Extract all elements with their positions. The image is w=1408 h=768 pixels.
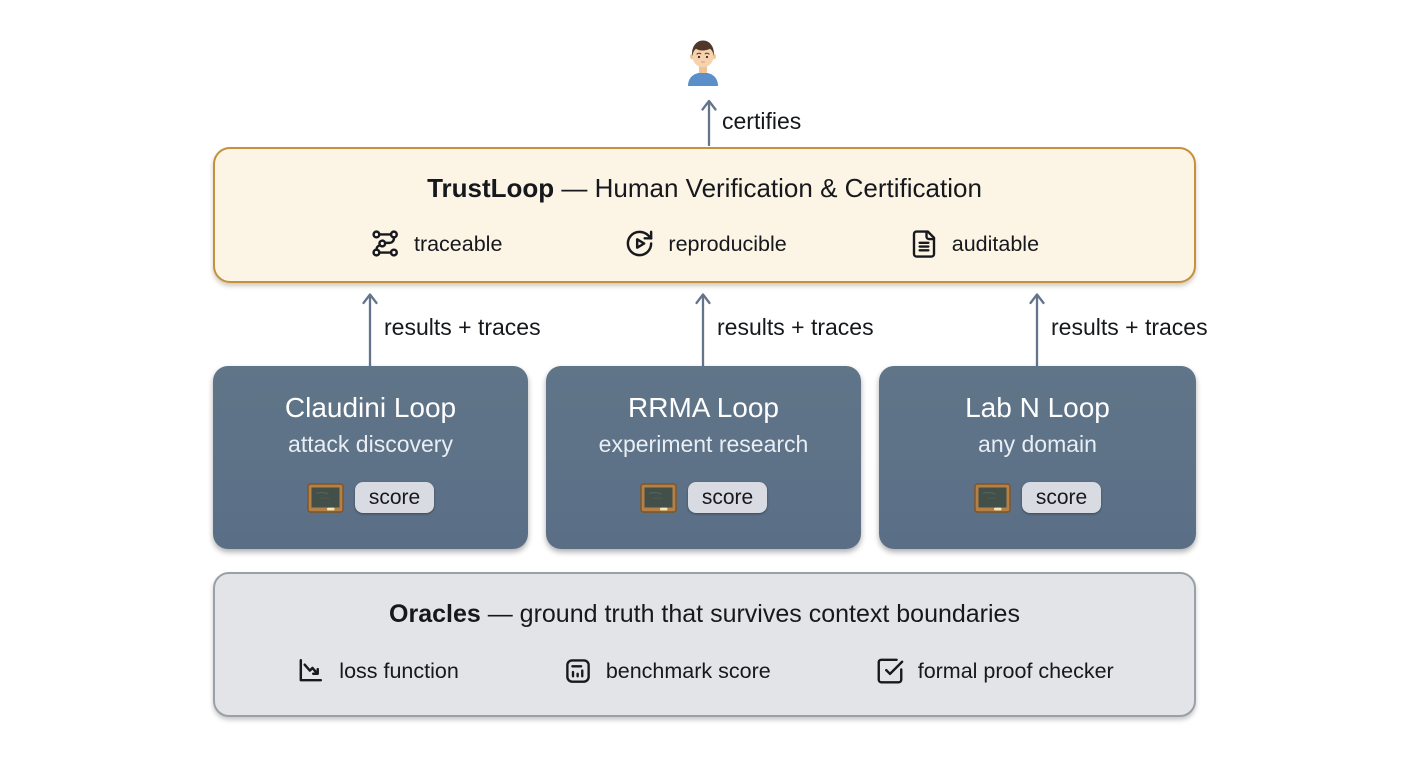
trustloop-title: TrustLoop — Human Verification & Certifi… bbox=[427, 173, 982, 204]
oracles-feature-row: loss function benchmark score formal pro… bbox=[215, 655, 1194, 686]
feature-label: formal proof checker bbox=[917, 658, 1114, 683]
oracles-title-rest: — ground truth that survives context bou… bbox=[480, 600, 1020, 628]
flow-label: results + traces bbox=[384, 314, 541, 340]
flow-arrow-icon bbox=[362, 293, 378, 367]
blackboard-icon bbox=[640, 482, 677, 513]
feature-item-benchmark-score: benchmark score bbox=[563, 656, 771, 686]
feature-item-traceable: traceable bbox=[370, 228, 502, 259]
certifies-arrow-icon bbox=[701, 99, 717, 146]
trustloop-feature-row: traceable reproducible auditable bbox=[215, 228, 1194, 259]
document-icon bbox=[912, 229, 935, 258]
score-badge: score bbox=[354, 482, 435, 513]
loop-subtitle: experiment research bbox=[598, 431, 809, 457]
oracles-box: Oracles — ground truth that survives con… bbox=[213, 572, 1196, 717]
benchmark-icon bbox=[566, 658, 590, 683]
feature-label: loss function bbox=[339, 658, 459, 683]
score-badge: score bbox=[687, 482, 768, 513]
loop-subtitle: any domain bbox=[978, 431, 1097, 457]
trustloop-title-bold: TrustLoop bbox=[427, 173, 555, 203]
loop-badge-row: score bbox=[640, 482, 768, 513]
replay-icon bbox=[627, 230, 653, 257]
loop-title: Lab N Loop bbox=[965, 392, 1110, 423]
loop-subtitle: attack discovery bbox=[288, 431, 453, 457]
feature-label: reproducible bbox=[668, 231, 787, 256]
oracles-title: Oracles — ground truth that survives con… bbox=[389, 599, 1020, 630]
score-badge: score bbox=[1021, 482, 1102, 513]
trustloop-box: TrustLoop — Human Verification & Certifi… bbox=[213, 147, 1196, 283]
feature-label: auditable bbox=[951, 231, 1040, 256]
feature-item-reproducible: reproducible bbox=[624, 228, 787, 259]
trustloop-title-rest: — Human Verification & Certification bbox=[554, 173, 982, 203]
flow-arrow-icon bbox=[695, 293, 711, 367]
loop-badge-row: score bbox=[974, 482, 1102, 513]
feature-label: traceable bbox=[413, 231, 503, 256]
flow-label: results + traces bbox=[1051, 314, 1208, 340]
waypoints-icon bbox=[372, 230, 398, 257]
feature-item-formal-proof-checker: formal proof checker bbox=[875, 656, 1114, 686]
flow-arrow-icon bbox=[1029, 293, 1045, 367]
check-square-icon bbox=[877, 658, 904, 683]
loop-badge-row: score bbox=[307, 482, 435, 513]
flow-label: results + traces bbox=[717, 314, 874, 340]
feature-item-loss-function: loss function bbox=[295, 655, 459, 686]
loop-box-lab-n: Lab N Loop any domain score bbox=[879, 366, 1196, 549]
loop-title: RRMA Loop bbox=[628, 392, 779, 423]
loop-title: Claudini Loop bbox=[284, 392, 457, 423]
loop-box-rrma: RRMA Loop experiment research score bbox=[546, 366, 861, 549]
blackboard-icon bbox=[307, 482, 344, 513]
person-icon bbox=[688, 40, 718, 86]
blackboard-icon bbox=[974, 482, 1011, 513]
oracles-title-bold: Oracles bbox=[389, 600, 481, 628]
feature-item-auditable: auditable bbox=[909, 229, 1039, 259]
loop-box-claudini: Claudini Loop attack discovery score bbox=[213, 366, 528, 549]
feature-label: benchmark score bbox=[605, 658, 771, 683]
chart-down-icon bbox=[299, 658, 323, 682]
certifies-label: certifies bbox=[722, 108, 802, 134]
